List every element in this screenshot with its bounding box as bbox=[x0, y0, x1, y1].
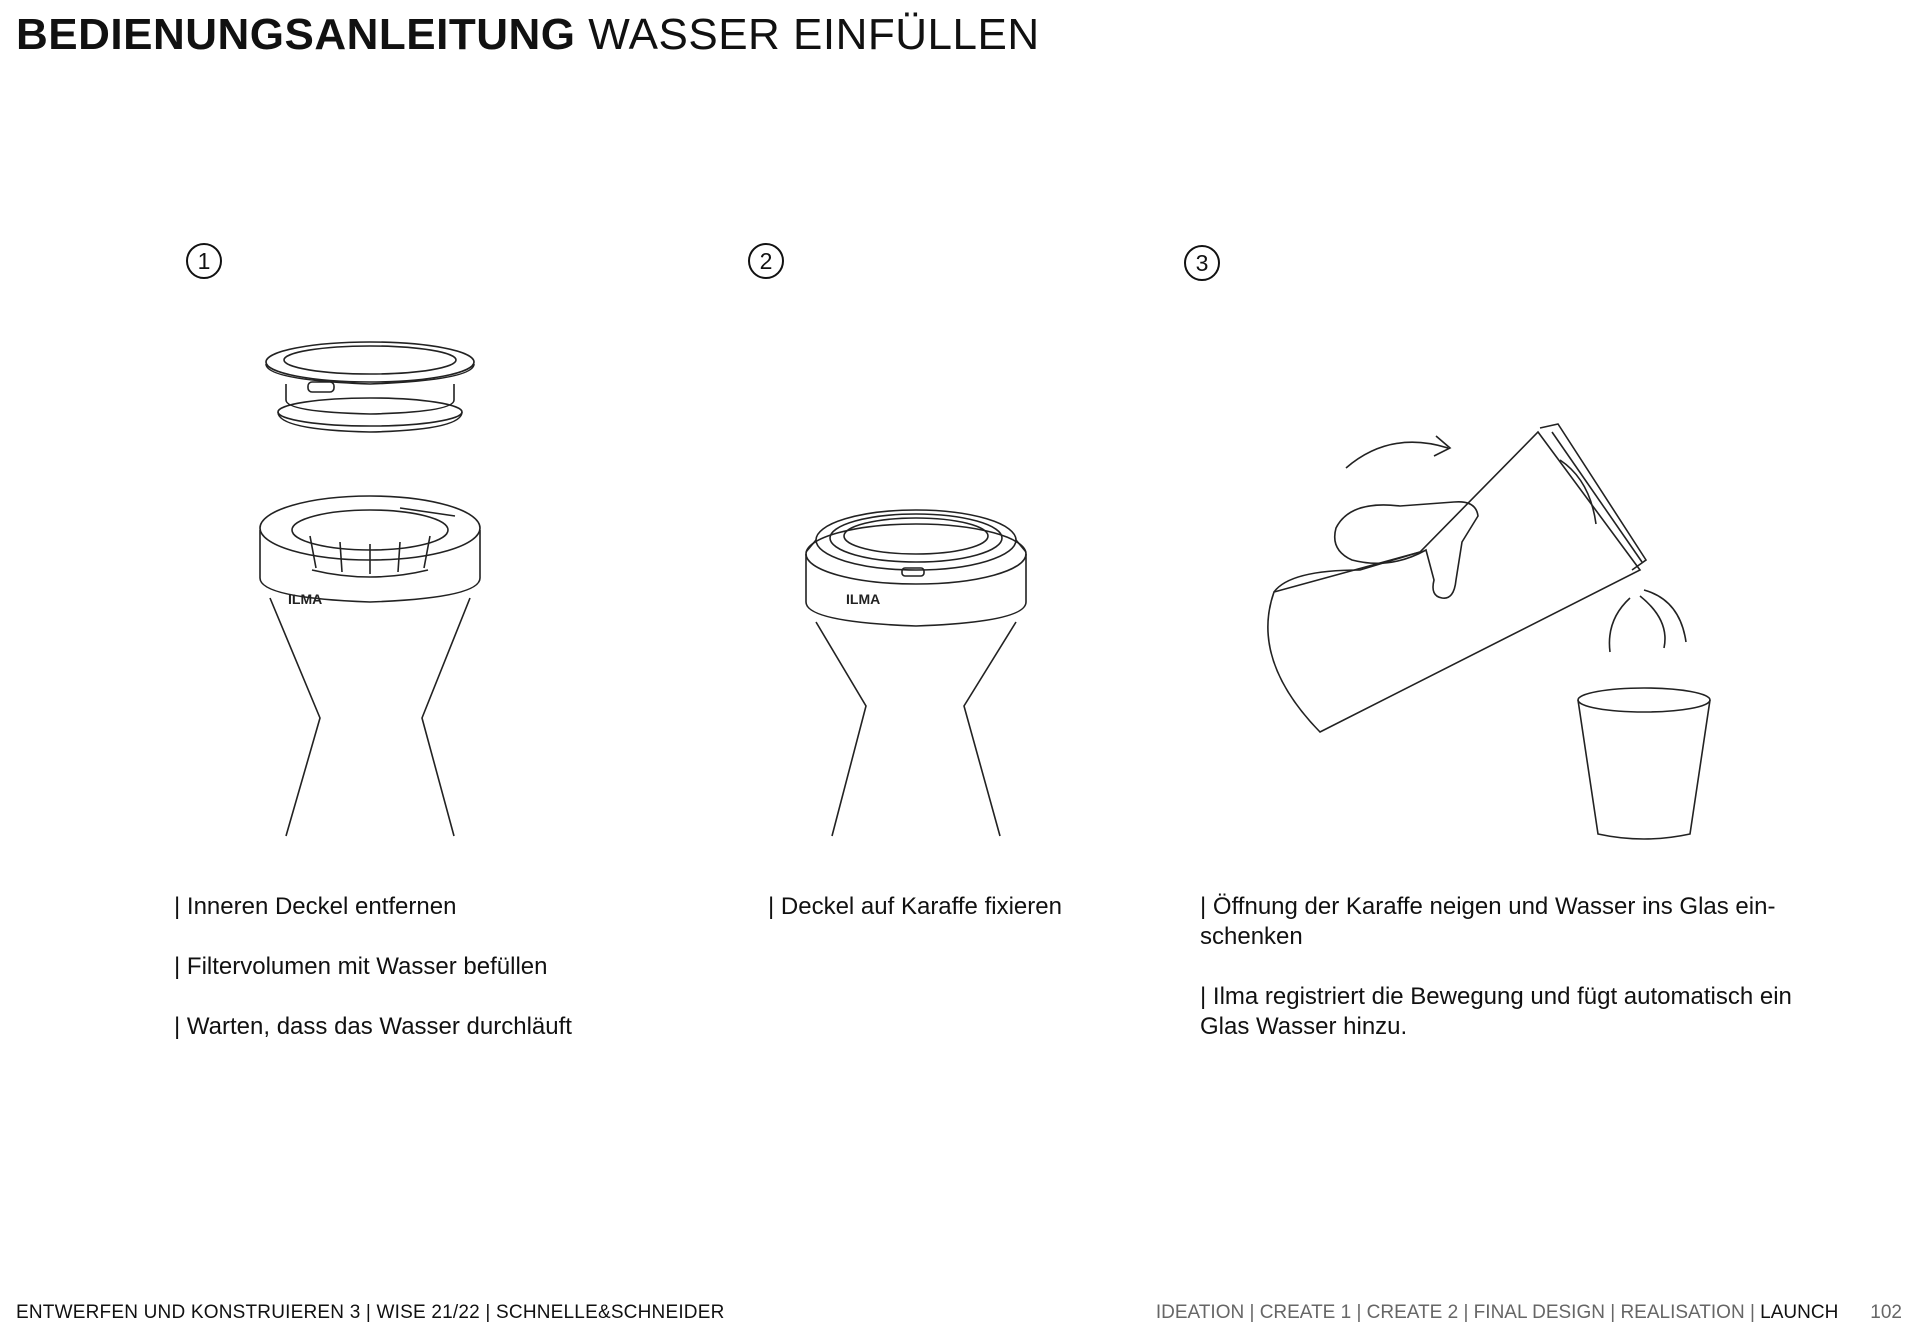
motion-arrow-drawing bbox=[1345, 435, 1452, 469]
svg-text:ILMA: ILMA bbox=[846, 591, 880, 607]
step-1-line-1: | Inneren Deckel entfernen bbox=[174, 893, 457, 920]
water-stream-drawing bbox=[1608, 589, 1687, 653]
tilted-carafe-drawing bbox=[1267, 423, 1648, 733]
step-3-line-1: | Öffnung der Karaffe neigen und Wasser … bbox=[1200, 893, 1776, 950]
illustration-step-1: ILMA bbox=[250, 340, 490, 840]
step-3-line-2: | Ilma registriert die Bewegung und fügt… bbox=[1200, 983, 1792, 1040]
footer-course-info: ENTWERFEN UND KONSTRUIEREN 3 | WISE 21/2… bbox=[16, 1302, 725, 1323]
step-2-text: | Deckel auf Karaffe fixieren bbox=[768, 892, 1148, 952]
footer-nav-active: LAUNCH bbox=[1760, 1302, 1839, 1323]
step-1-text: | Inneren Deckel entfernen | Filtervolum… bbox=[174, 892, 694, 1072]
illustration-step-3 bbox=[1240, 420, 1770, 840]
footer-nav-chapters: IDEATION | CREATE 1 | CREATE 2 | FINAL D… bbox=[1155, 1302, 1761, 1323]
inner-lid-drawing bbox=[265, 341, 475, 433]
title-bold: BEDIENUNGSANLEITUNG bbox=[16, 10, 576, 59]
carafe-open-drawing: ILMA bbox=[259, 495, 481, 837]
step-1-number: 1 bbox=[186, 243, 222, 279]
step-3-text: | Öffnung der Karaffe neigen und Wasser … bbox=[1200, 892, 1820, 1072]
illustration-step-2: ILMA bbox=[796, 490, 1036, 840]
step-2-number: 2 bbox=[748, 243, 784, 279]
page-title: BEDIENUNGSANLEITUNG WASSER EINFÜLLEN bbox=[16, 10, 1040, 60]
step-1-line-3: | Warten, dass das Wasser durchläuft bbox=[174, 1013, 572, 1040]
footer-chapter-nav: IDEATION | CREATE 1 | CREATE 2 | FINAL D… bbox=[1156, 1302, 1902, 1324]
title-light: WASSER EINFÜLLEN bbox=[588, 10, 1040, 59]
hand-drawing bbox=[1333, 500, 1479, 599]
step-1-line-2: | Filtervolumen mit Wasser befüllen bbox=[174, 953, 548, 980]
carafe-closed-drawing: ILMA bbox=[805, 509, 1027, 837]
glass-drawing bbox=[1577, 687, 1711, 840]
step-2-line-1: | Deckel auf Karaffe fixieren bbox=[768, 893, 1062, 920]
page-number: 102 bbox=[1870, 1302, 1902, 1323]
step-3-number: 3 bbox=[1184, 245, 1220, 281]
svg-text:ILMA: ILMA bbox=[288, 591, 322, 607]
